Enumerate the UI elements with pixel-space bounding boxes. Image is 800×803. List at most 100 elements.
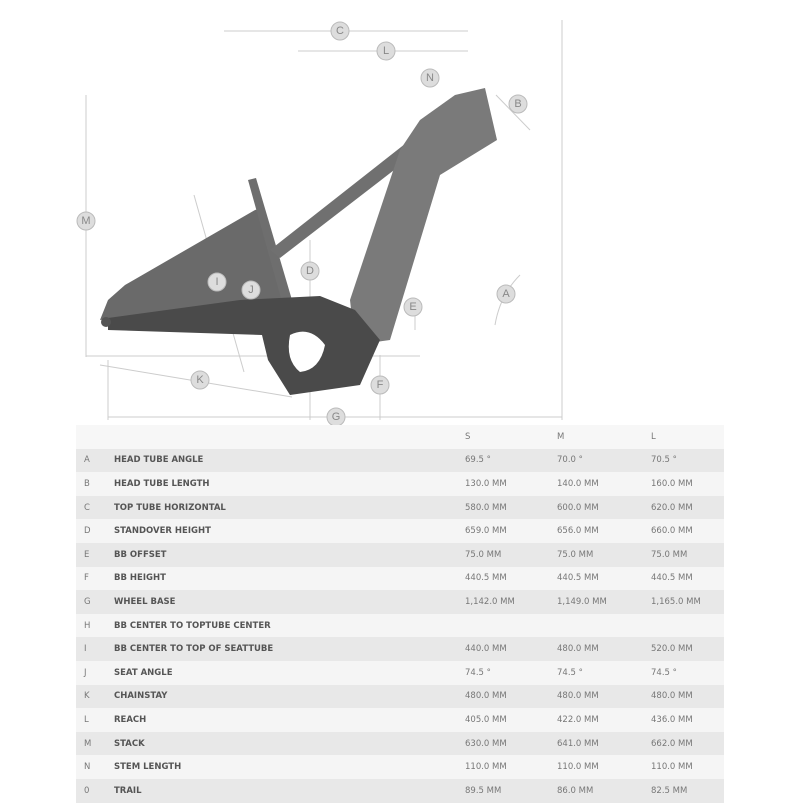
value-s: 89.5 MM: [465, 785, 502, 796]
row-name: WHEEL BASE: [114, 596, 176, 607]
row-name: HEAD TUBE ANGLE: [114, 455, 204, 466]
table-row: J SEAT ANGLE 74.5 ° 74.5 ° 74.5 °: [76, 660, 724, 685]
row-name: TOP TUBE HORIZONTAL: [114, 502, 226, 513]
table-row: M STACK 630.0 MM 641.0 MM 662.0 MM: [76, 731, 724, 756]
marker-a: A: [496, 284, 516, 304]
row-key: L: [84, 714, 89, 725]
value-l: 436.0 MM: [651, 714, 693, 725]
marker-d: D: [300, 261, 320, 281]
value-m: 70.0 °: [557, 455, 583, 466]
value-l: 662.0 MM: [651, 738, 693, 749]
row-key: E: [84, 549, 90, 560]
value-s: 580.0 MM: [465, 502, 507, 513]
row-key: C: [84, 502, 90, 513]
value-m: 422.0 MM: [557, 714, 599, 725]
row-name: BB CENTER TO TOPTUBE CENTER: [114, 620, 271, 631]
table-row: L REACH 405.0 MM 422.0 MM 436.0 MM: [76, 708, 724, 732]
svg-text:J: J: [248, 284, 254, 296]
marker-l: L: [376, 41, 396, 61]
value-l: 660.0 MM: [651, 526, 693, 537]
marker-i: I: [207, 272, 227, 292]
marker-e: E: [403, 297, 423, 317]
header-size-s: S: [465, 431, 471, 442]
row-name: TRAIL: [114, 785, 142, 796]
value-m: 641.0 MM: [557, 738, 599, 749]
row-name: BB HEIGHT: [114, 573, 166, 584]
svg-text:C: C: [336, 25, 344, 37]
row-name: HEAD TUBE LENGTH: [114, 478, 210, 489]
value-s: 75.0 MM: [465, 549, 502, 560]
header-size-m: M: [557, 431, 565, 442]
row-key: F: [84, 573, 89, 584]
value-l: 160.0 MM: [651, 478, 693, 489]
value-l: 70.5 °: [651, 455, 677, 466]
value-l: 75.0 MM: [651, 549, 688, 560]
svg-text:F: F: [377, 379, 384, 391]
svg-text:D: D: [306, 265, 314, 277]
row-name: SEAT ANGLE: [114, 667, 173, 678]
svg-text:B: B: [514, 98, 521, 110]
marker-c: C: [330, 21, 350, 41]
value-s: 440.0 MM: [465, 644, 507, 655]
value-m: 480.0 MM: [557, 691, 599, 702]
svg-text:M: M: [81, 215, 90, 227]
value-m: 440.5 MM: [557, 573, 599, 584]
row-key: I: [84, 644, 87, 655]
marker-m: M: [76, 211, 96, 231]
value-s: 74.5 °: [465, 667, 491, 678]
value-l: 74.5 °: [651, 667, 677, 678]
value-m: 140.0 MM: [557, 478, 599, 489]
marker-n: N: [420, 68, 440, 88]
svg-text:L: L: [383, 45, 389, 57]
marker-f: F: [370, 375, 390, 395]
geometry-table: S M L A HEAD TUBE ANGLE 69.5 ° 70.0 ° 70.5 °…: [76, 425, 724, 803]
value-s: 405.0 MM: [465, 714, 507, 725]
row-name: STACK: [114, 738, 145, 749]
svg-text:G: G: [332, 411, 341, 423]
svg-text:A: A: [502, 288, 510, 300]
value-l: 1,165.0 MM: [651, 596, 701, 607]
row-key: H: [84, 620, 91, 631]
svg-text:I: I: [215, 276, 218, 288]
row-name: BB CENTER TO TOP OF SEATTUBE: [114, 644, 274, 655]
value-s: 480.0 MM: [465, 691, 507, 702]
row-key: J: [84, 667, 87, 678]
marker-j: J: [241, 280, 261, 300]
row-key: M: [84, 738, 92, 749]
marker-b: B: [508, 94, 528, 114]
value-s: 69.5 °: [465, 455, 491, 466]
value-s: 1,142.0 MM: [465, 596, 515, 607]
table-row: A HEAD TUBE ANGLE 69.5 ° 70.0 ° 70.5 °: [76, 448, 724, 473]
value-s: 659.0 MM: [465, 526, 507, 537]
value-l: 480.0 MM: [651, 691, 693, 702]
value-l: 620.0 MM: [651, 502, 693, 513]
row-name: REACH: [114, 714, 147, 725]
row-key: A: [84, 455, 90, 466]
row-key: D: [84, 526, 91, 537]
value-l: 440.5 MM: [651, 573, 693, 584]
value-m: 74.5 °: [557, 667, 583, 678]
value-m: 86.0 MM: [557, 785, 594, 796]
value-s: 130.0 MM: [465, 478, 507, 489]
value-m: 110.0 MM: [557, 762, 599, 773]
row-key: K: [84, 691, 90, 702]
header-size-l: L: [651, 431, 656, 442]
value-s: 630.0 MM: [465, 738, 507, 749]
svg-text:N: N: [426, 72, 434, 84]
row-name: STANDOVER HEIGHT: [114, 526, 211, 537]
row-key: N: [84, 762, 91, 773]
value-l: 82.5 MM: [651, 785, 688, 796]
row-name: BB OFFSET: [114, 549, 167, 560]
svg-text:K: K: [196, 374, 204, 386]
value-l: 520.0 MM: [651, 644, 693, 655]
